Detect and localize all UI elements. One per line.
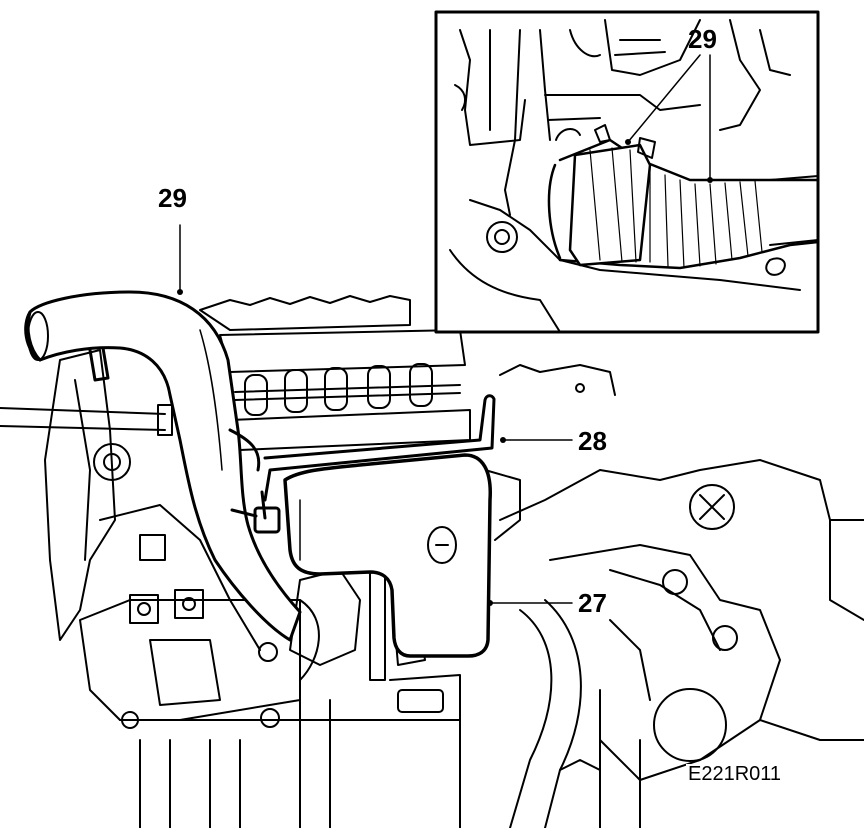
- leader-hose-inset-a: [627, 54, 701, 143]
- callout-hose-inset: 29: [688, 24, 717, 54]
- engine-block-drawing: [44, 295, 864, 828]
- expansion-tank: [283, 453, 492, 658]
- leader-lines: [179, 54, 711, 604]
- callout-hose-main: 29: [158, 183, 187, 213]
- left-pipe: [0, 404, 173, 436]
- figure-code: E221R011: [686, 763, 784, 785]
- callout-pipe: 28: [578, 426, 607, 456]
- intake-hose-main: [24, 290, 302, 642]
- callout-tank: 27: [578, 588, 607, 618]
- breather-pipe: [230, 394, 496, 534]
- leader-dots: [177, 139, 713, 606]
- detail-inset: [434, 10, 820, 334]
